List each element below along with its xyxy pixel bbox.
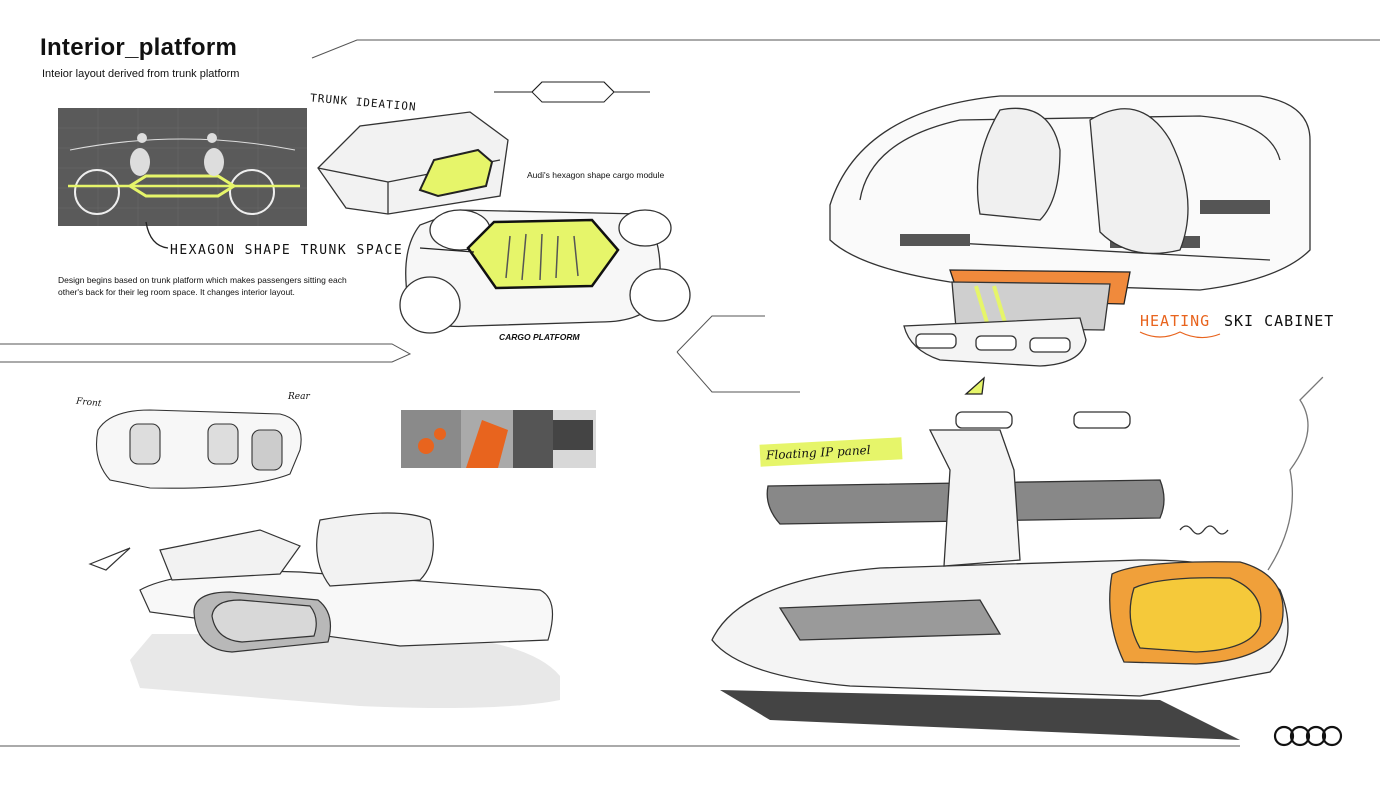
layout-panel	[58, 108, 307, 226]
trunk-ideation-sketch	[317, 111, 509, 215]
ski-cabinet-label: SKI CABINET	[1224, 312, 1335, 330]
frame-lines	[0, 39, 1380, 747]
interior-perspective-sketch-left	[88, 512, 560, 708]
interior-cutaway-sketch	[829, 95, 1311, 395]
hexagon-module-note: Audi's hexagon shape cargo module	[527, 170, 665, 180]
four-rings-logo	[1273, 725, 1343, 747]
cargo-platform-sketch	[145, 209, 691, 334]
page-subtitle: Inteior layout derived from trunk platfo…	[42, 68, 240, 80]
page-title: Interior_platform	[40, 34, 238, 61]
floating-ip-panel-sketch	[711, 376, 1324, 740]
hexagon-trunk-space-label: HEXAGON SHAPE TRUNK SPACE	[170, 243, 404, 258]
rear-label: Rear	[288, 392, 310, 402]
cargo-platform-label: CARGO PLATFORM	[499, 332, 580, 342]
mood-board-image	[401, 410, 596, 468]
design-note: Design begins based on trunk platform wh…	[58, 275, 347, 297]
heating-label: HEATING	[1140, 312, 1211, 330]
interior-layout-small-sketch	[95, 409, 302, 489]
